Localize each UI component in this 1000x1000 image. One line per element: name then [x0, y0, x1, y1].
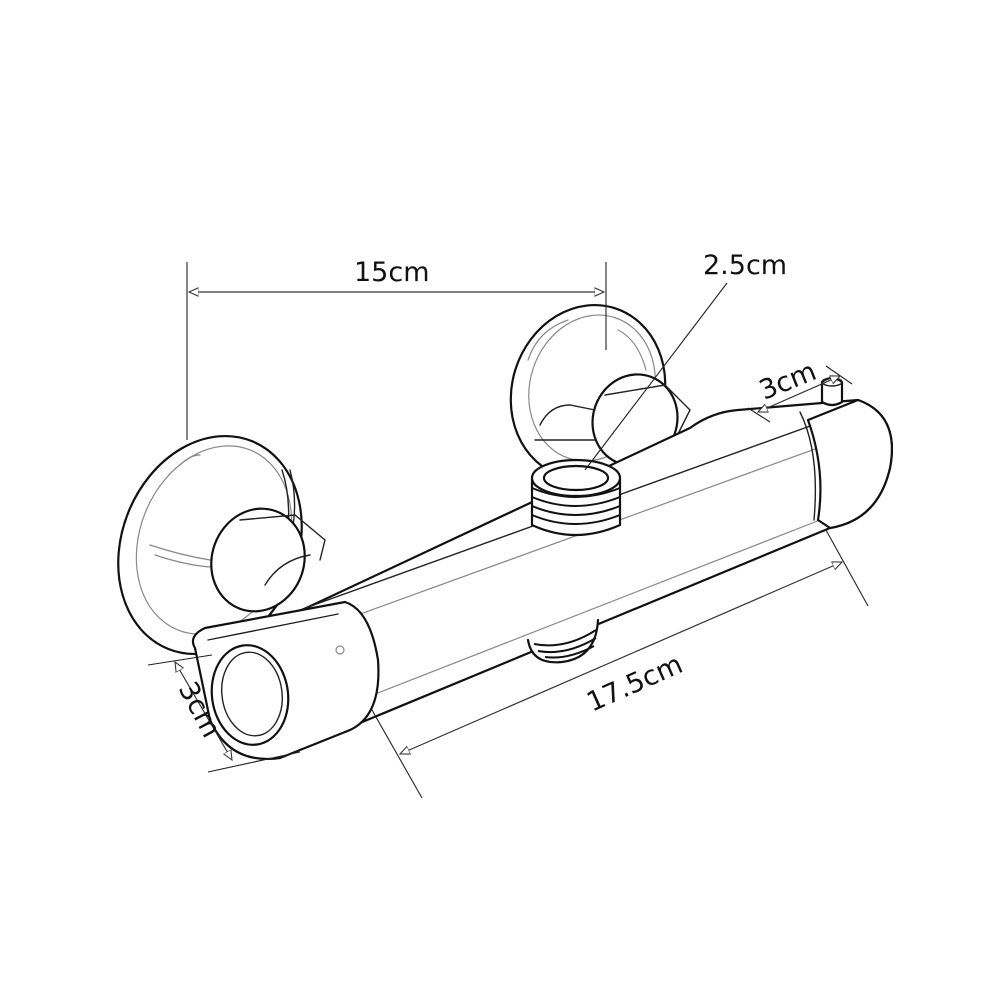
top-outlet-thread	[530, 458, 622, 537]
left-handle-cap	[191, 600, 380, 760]
dimension-label-2-5cm: 2.5cm	[703, 250, 787, 281]
dimension-label-17-5cm: 17.5cm	[582, 649, 687, 719]
left-wall-flange	[117, 434, 326, 656]
dimension-label-15cm: 15cm	[354, 257, 430, 288]
dimension-outlet-diameter: 2.5cm	[584, 250, 787, 471]
dimension-inlet-spacing: 15cm	[186, 257, 607, 440]
